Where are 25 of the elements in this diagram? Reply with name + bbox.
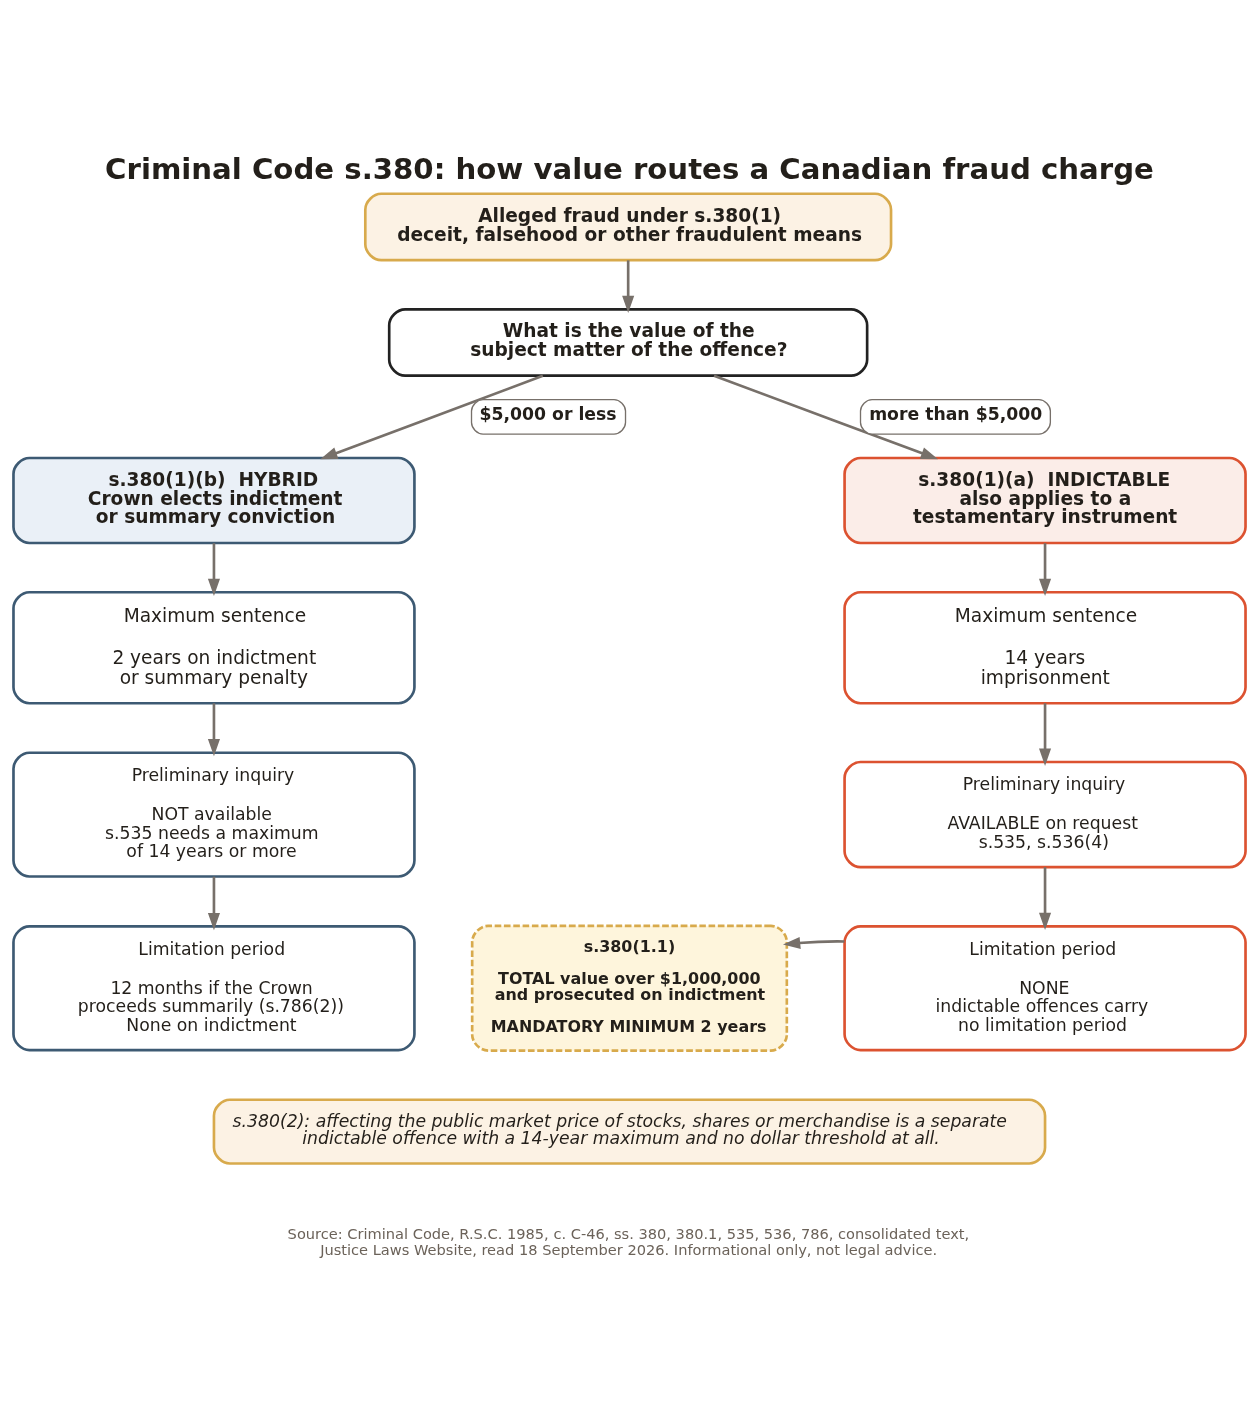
arrow <box>207 876 220 931</box>
edge-label: $5,000 or less <box>479 404 617 425</box>
arrow <box>622 260 635 314</box>
diagram-title: Criminal Code s.380: how value routes a Canadian fraud charge <box>105 151 1154 186</box>
edge-label: more than $5,000 <box>869 404 1043 425</box>
node-box: Preliminary inquiry NOT available s.535 needs a maximum of 14 years or more <box>12 751 416 878</box>
node-box: s.380(1)(b) HYBRID Crown elects indictment or summary conviction <box>12 456 416 545</box>
caption: Source: Criminal Code, R.S.C. 1985, c. C-46, ss. 380, 380.1, 535, 536, 786, consolidated text, Justice Laws Website, read 18 September 2026. Informational only, not legal advice. <box>287 1224 970 1258</box>
node-box: Preliminary inquiry AVAILABLE on request s.535, s.536(4) <box>843 760 1247 869</box>
arrow <box>1039 867 1052 931</box>
node-box: s.380(1)(a) INDICTABLE also applies to a testamentary instrument <box>843 456 1247 545</box>
node-box: Maximum sentence 2 years on indictment or summary penalty <box>12 590 416 705</box>
arrow <box>207 543 220 596</box>
arrow <box>713 374 939 460</box>
arrow <box>1039 543 1052 596</box>
node-box: s.380(2): affecting the public market price of stocks, shares or merchandise is a separate indictable offence with a 14-year maximum and no dollar threshold at all. <box>212 1098 1047 1165</box>
node-box: Limitation period NONE indictable offences carry no limitation period <box>843 925 1247 1052</box>
node-box: s.380(1.1) TOTAL value over $1,000,000 and prosecuted on indictment MANDATORY MINIMUM 2 years <box>470 924 789 1052</box>
arrow <box>207 703 220 757</box>
node-box: Maximum sentence 14 years imprisonment <box>843 590 1247 705</box>
arrow <box>1039 703 1052 766</box>
node-box: What is the value of the subject matter of the offence? <box>387 307 869 377</box>
arrow <box>782 936 845 949</box>
node-box: Limitation period 12 months if the Crown proceeds summarily (s.786(2)) None on indictment <box>12 925 416 1052</box>
node-box: Alleged fraud under s.380(1) deceit, falsehood or other fraudulent means <box>363 192 893 262</box>
